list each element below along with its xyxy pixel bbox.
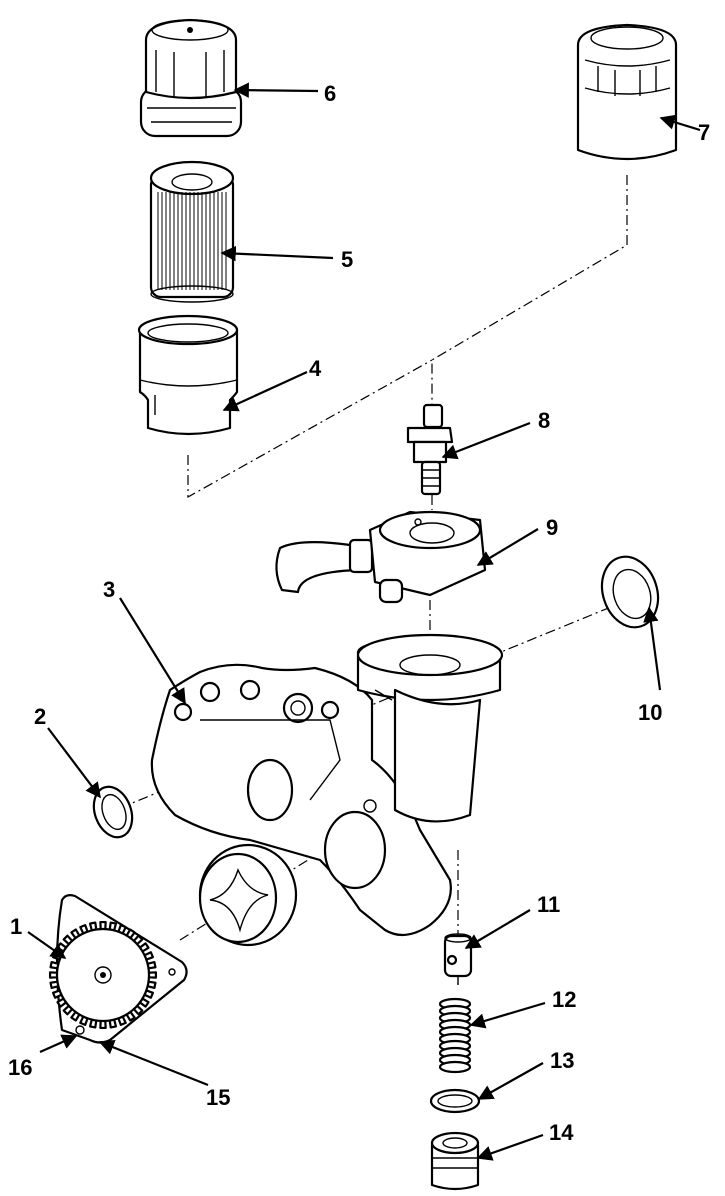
callout-labels: 6 7 5 4 8 9 10 3 2 1 16 15 11 12 13 14 [8, 81, 710, 1145]
o-ring-small [92, 785, 134, 839]
pump-housing [150, 633, 504, 937]
callout-8: 8 [538, 408, 550, 433]
callout-9: 9 [546, 515, 558, 540]
callout-16: 16 [8, 1055, 32, 1080]
callout-12: 12 [552, 987, 576, 1012]
callout-5: 5 [341, 247, 353, 272]
relief-plunger [443, 933, 473, 985]
threaded-nipple [406, 403, 454, 496]
inner-rotor [198, 843, 298, 947]
leader-arrows [27, 82, 701, 1161]
sealing-washer [429, 1088, 481, 1114]
callout-2: 2 [34, 704, 46, 729]
oil-seal [600, 555, 660, 629]
drain-plug [430, 1131, 480, 1191]
callout-6: 6 [324, 81, 336, 106]
callout-4: 4 [309, 356, 322, 381]
filter-element [149, 160, 235, 303]
callout-7: 7 [698, 120, 710, 145]
callout-13: 13 [550, 1048, 574, 1073]
filter-cap [139, 18, 243, 138]
callout-11: 11 [537, 892, 560, 917]
callout-10: 10 [638, 700, 662, 725]
callout-1: 1 [10, 914, 22, 939]
callout-3: 3 [103, 577, 115, 602]
spin-on-filter [576, 23, 678, 161]
filter-housing [137, 314, 239, 436]
callout-14: 14 [549, 1120, 574, 1145]
filter-adapter [275, 510, 487, 604]
callout-15: 15 [206, 1085, 230, 1110]
relief-spring [438, 997, 472, 1074]
pump-cover-gear [48, 894, 188, 1044]
